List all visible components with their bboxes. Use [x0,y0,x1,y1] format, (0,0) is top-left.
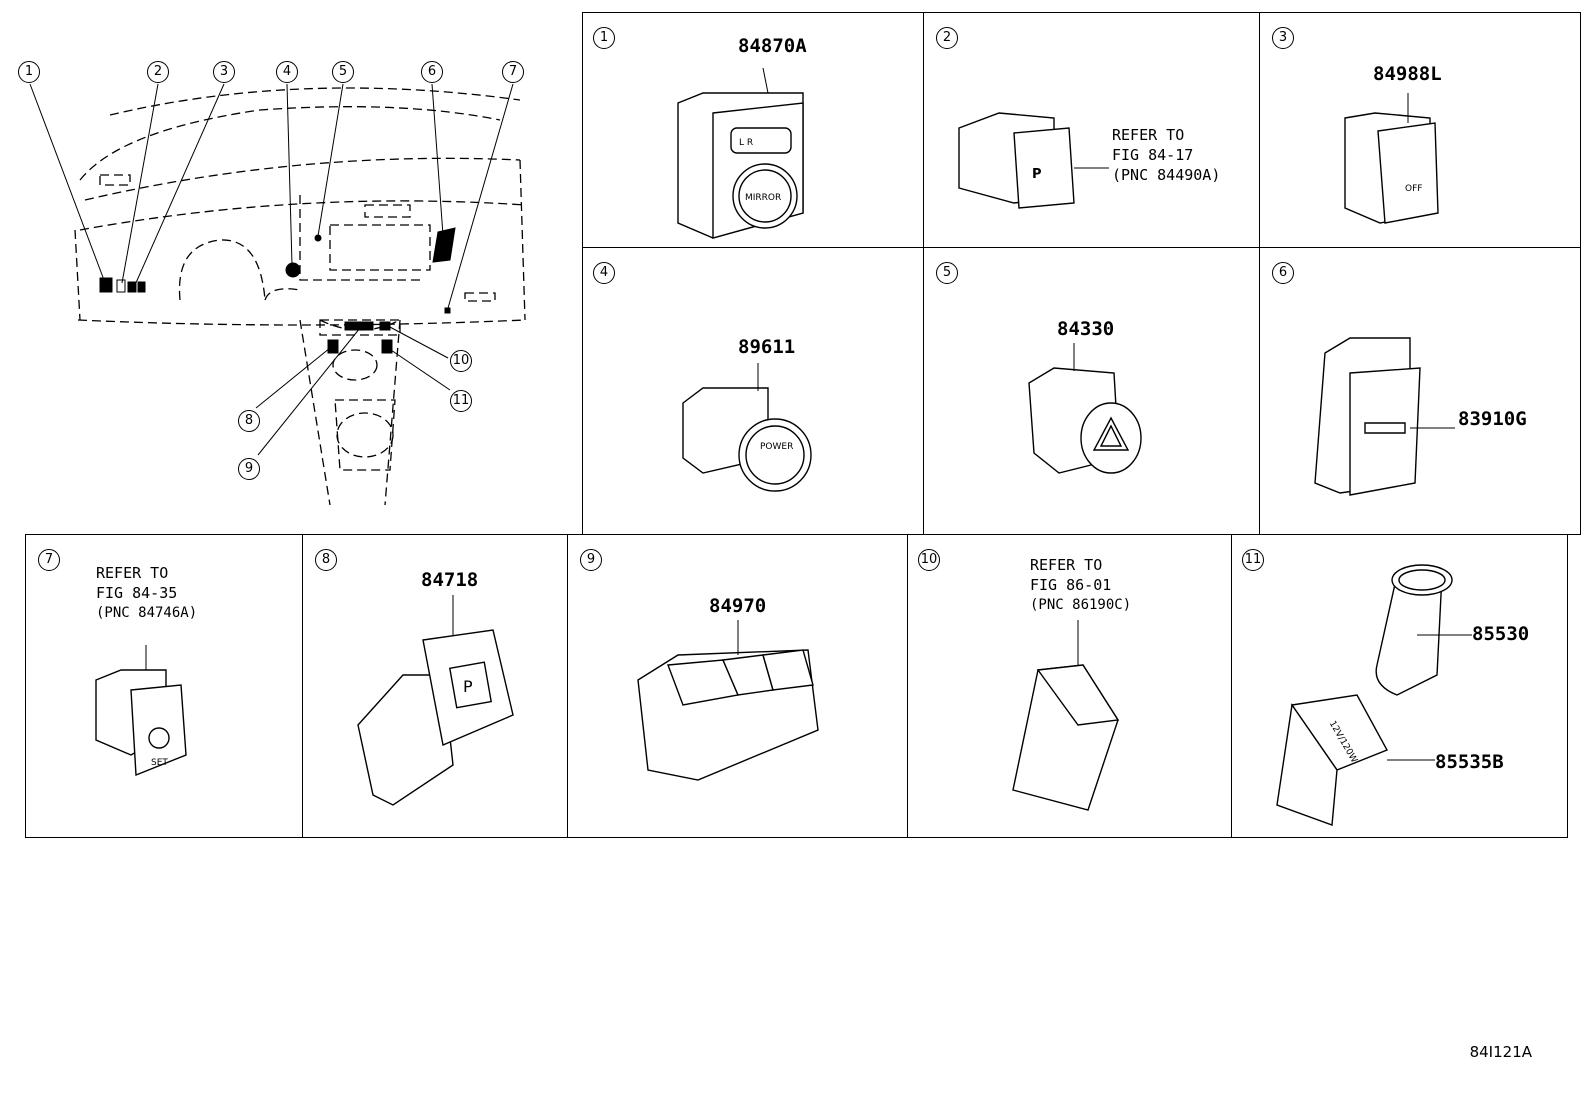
cell-callout-10: 10 [918,549,940,571]
cell-callout-2: 2 [936,27,958,49]
part-number-85535B: 85535B [1435,751,1504,773]
cell-5: 5 84330 [923,247,1260,535]
cell-callout-9: 9 [580,549,602,571]
parking-p-label: P [463,677,473,696]
refer-line-1: REFER TO [1030,556,1103,574]
cell-callout-8: 8 [315,549,337,571]
hazard-switch-drawing [1024,343,1154,483]
part-number: 84718 [421,569,479,591]
cell-callout-1: 1 [593,27,615,49]
refer-line-2: FIG 84-17 [1112,146,1194,164]
refer-note: REFER TO FIG 86-01 (PNC 86190C) [1030,555,1131,615]
refer-line-3: (PNC 86190C) [1030,597,1132,613]
dimmer-switch-drawing [1310,333,1460,503]
part-number: 83910G [1458,408,1527,430]
overview-callout-3: 3 [213,61,235,83]
refer-line-3: (PNC 84746A) [96,605,198,621]
triple-switch-drawing [628,620,828,790]
part-number: 84988L [1373,63,1442,85]
part-number: 84970 [709,595,767,617]
dashboard-overview-drawing [0,0,585,530]
cell-callout-4: 4 [593,262,615,284]
overview-callout-1: 1 [18,61,40,83]
overview-callout-5: 5 [332,61,354,83]
cell-3: 3 84988L OFF [1259,12,1581,248]
refer-line-1: REFER TO [96,564,169,582]
overview-callout-11: 11 [450,390,472,412]
set-label: SET [151,758,168,768]
set-switch-drawing: SET [91,635,211,775]
cell-11: 11 85530 85535B 12V/120W [1231,534,1568,838]
cell-2: 2 P REFER TO FIG 84-17 (PNC 84490A) [923,12,1260,248]
refer-line-3: (PNC 84490A) [1112,166,1221,184]
overview-callout-7: 7 [502,61,524,83]
part-number: 84870A [738,35,807,57]
cell-7: 7 REFER TO FIG 84-35 (PNC 84746A) SET [25,534,303,838]
cell-10: 10 REFER TO FIG 86-01 (PNC 86190C) [907,534,1232,838]
refer-line-1: REFER TO [1112,126,1185,144]
cell-8: 8 84718 P [302,534,568,838]
cell-callout-7: 7 [38,549,60,571]
power-outlet-drawing: 12V/120W [1277,555,1487,825]
overview-callout-2: 2 [147,61,169,83]
blank-switch-drawing [1003,620,1133,820]
vsc-off-switch-drawing: OFF [1330,93,1450,233]
cell-callout-5: 5 [936,262,958,284]
parking-sensor-switch-drawing: P [954,108,1114,228]
power-switch-drawing: POWER [678,363,828,503]
cell-4: 4 89611 POWER [582,247,924,535]
parking-brake-switch-drawing: P [353,595,523,815]
part-number: 89611 [738,336,796,358]
cell-callout-6: 6 [1272,262,1294,284]
mirror-lr-label: L R [739,138,753,148]
refer-line-2: FIG 86-01 [1030,576,1112,594]
cell-9: 9 84970 [567,534,908,838]
overview-callout-10: 10 [450,350,472,372]
mirror-switch-drawing: L R MIRROR [673,63,823,243]
cell-callout-11: 11 [1242,549,1264,571]
svg-text:P: P [1032,167,1042,182]
figure-code: 84I121A [1469,1043,1532,1061]
refer-line-2: FIG 84-35 [96,584,178,602]
cell-6: 6 83910G [1259,247,1581,535]
cell-1: 1 84870A L R MIRROR [582,12,924,248]
overview-callout-9: 9 [238,458,260,480]
refer-note: REFER TO FIG 84-17 (PNC 84490A) [1112,125,1220,185]
mirror-button-label: MIRROR [745,193,781,203]
part-number-85530: 85530 [1472,623,1530,645]
overview-callout-8: 8 [238,410,260,432]
vsc-off-label: OFF [1405,184,1422,194]
part-number: 84330 [1057,318,1115,340]
overview-callout-4: 4 [276,61,298,83]
cell-callout-3: 3 [1272,27,1294,49]
refer-note: REFER TO FIG 84-35 (PNC 84746A) [96,563,197,623]
power-label: POWER [760,442,793,452]
overview-callout-6: 6 [421,61,443,83]
